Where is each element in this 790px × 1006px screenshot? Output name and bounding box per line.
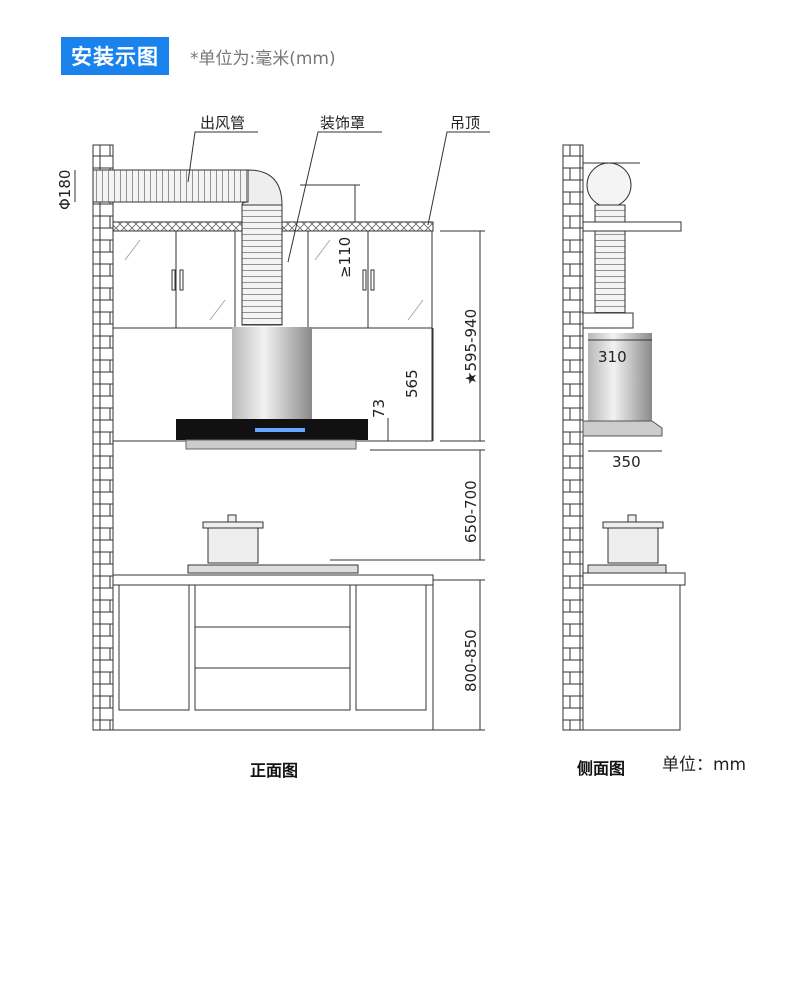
- dim-duct-diameter: Φ180: [56, 170, 74, 210]
- countertop: [112, 574, 434, 586]
- dim-hood-to-stove: 650-700: [462, 480, 480, 543]
- front-view: 出风管 装饰罩 吊顶 Φ180 ≥110 ★595-940 565 73 650…: [56, 114, 490, 780]
- hood-side-panel: [582, 420, 663, 437]
- countertop-side: [582, 572, 686, 586]
- label-exhaust-duct: 出风管: [200, 114, 245, 132]
- hood-side-body: [588, 333, 652, 421]
- exhaust-duct-horizontal: [92, 169, 249, 203]
- duct-vertical-side: [594, 204, 626, 314]
- range-hood-chimney: [232, 327, 312, 419]
- brick-wall: [92, 144, 114, 731]
- exhaust-duct-vertical: [241, 204, 283, 326]
- unit-label: 单位：mm: [662, 755, 746, 775]
- range-hood-bottom: [185, 439, 357, 450]
- caption-front-view: 正面图: [250, 761, 298, 780]
- pot: [202, 514, 264, 564]
- ceiling-side: [582, 221, 682, 232]
- unit-note: *单位为:毫米(mm): [190, 49, 336, 69]
- base-cabinet-side: [582, 584, 681, 731]
- dim-height-range: ★595-940: [462, 309, 480, 385]
- dim-min-gap: ≥110: [336, 237, 354, 278]
- label-ceiling: 吊顶: [450, 114, 480, 132]
- brick-wall-side: [562, 144, 584, 731]
- dim-chimney-depth: 310: [598, 348, 627, 366]
- dim-panel-height: 73: [370, 399, 388, 418]
- side-view: 310 350 侧面图 单位：mm: [562, 144, 746, 778]
- label-decorative-cover: 装饰罩: [320, 114, 365, 132]
- base-cabinets: [112, 584, 434, 731]
- caption-side-view: 侧面图: [577, 759, 625, 778]
- exhaust-duct-bend: [241, 169, 283, 206]
- dim-cabinet-height: 565: [403, 369, 421, 398]
- stove-burner: [187, 564, 359, 574]
- pot-side: [602, 514, 664, 564]
- section-title-badge: 安装示图: [61, 37, 169, 75]
- range-hood-controls: [255, 428, 305, 432]
- dim-counter-height: 800-850: [462, 629, 480, 692]
- dim-hood-depth: 350: [612, 453, 641, 471]
- duct-section: [586, 162, 632, 208]
